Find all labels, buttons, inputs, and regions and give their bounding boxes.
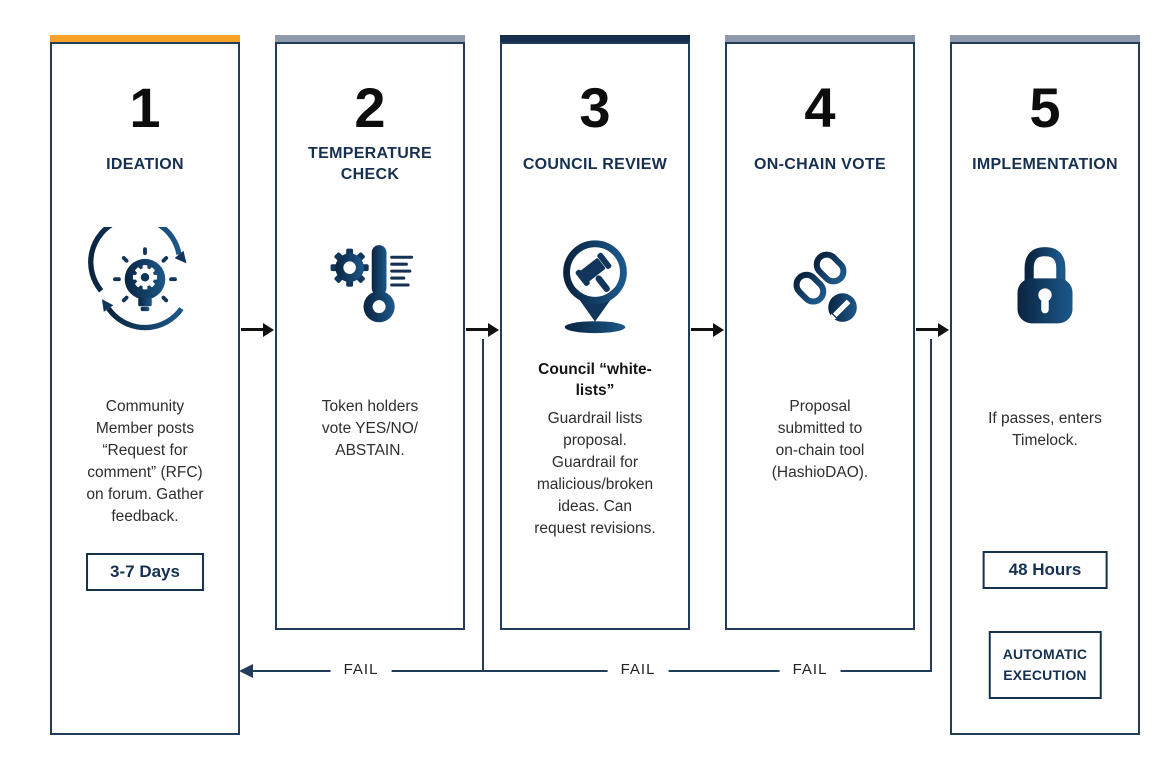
step-number: 5 <box>1029 76 1061 139</box>
fail-path-line <box>252 670 932 672</box>
step-description: If passes, enters Timelock. <box>988 410 1102 449</box>
icon-slot <box>87 210 203 360</box>
card-panel: 1 IDEATION <box>50 42 240 735</box>
flow-arrow-2-3 <box>466 323 499 337</box>
step-subheading: Council “white- lists” <box>538 361 652 399</box>
accent-bar-navy <box>500 35 690 42</box>
icon-slot <box>318 210 422 360</box>
process-step-card-1: 1 IDEATION <box>50 35 240 735</box>
chain-link-icon <box>793 251 857 322</box>
step-description: Community Member posts “Request for comm… <box>86 398 204 525</box>
gavel-pin-icon <box>563 240 627 334</box>
padlock-icon <box>1017 247 1073 324</box>
accent-bar-gray <box>725 35 915 42</box>
icon-slot <box>995 210 1095 360</box>
accent-bar-gray <box>950 35 1140 42</box>
flow-arrow-1-2 <box>241 323 274 337</box>
fail-label: FAIL <box>779 661 841 678</box>
flow-arrow-3-4 <box>691 323 724 337</box>
step-title: IMPLEMENTATION <box>972 155 1118 173</box>
card-panel: 2 TEMPERATURE CHECK <box>275 42 465 630</box>
card-panel: 3 COUNCIL REVIEW <box>500 42 690 630</box>
fail-label: FAIL <box>330 661 392 678</box>
fail-label: FAIL <box>607 661 669 678</box>
icon-slot <box>540 210 650 360</box>
process-step-card-5: 5 IMPLEMENTATION If passes, enters Timel… <box>950 35 1140 735</box>
process-step-card-3: 3 COUNCIL REVIEW <box>500 35 690 630</box>
step-title: IDEATION <box>106 155 184 173</box>
fail-arrowhead <box>239 664 253 678</box>
process-step-card-4: 4 ON-CHAIN VOTE Proposal submitted to on <box>725 35 915 630</box>
fail-drop-line-right <box>930 339 932 671</box>
step-description: Guardrail lists proposal. Guardrail for … <box>534 409 656 537</box>
fail-drop-line-left <box>482 339 484 671</box>
gear-thermometer-icon <box>330 245 414 323</box>
step-title: TEMPERATURE CHECK <box>308 145 432 183</box>
step-description: Proposal submitted to on-chain tool (Has… <box>771 398 869 481</box>
icon-slot <box>768 210 872 360</box>
card-panel: 5 IMPLEMENTATION If passes, enters Timel… <box>950 42 1140 735</box>
duration-badge: 48 Hours <box>982 551 1108 589</box>
step-number: 3 <box>579 76 611 139</box>
process-step-card-2: 2 TEMPERATURE CHECK <box>275 35 465 630</box>
card-panel: 4 ON-CHAIN VOTE Proposal submitted to on <box>725 42 915 630</box>
step-number: 1 <box>129 76 161 139</box>
flow-arrow-4-5 <box>916 323 949 337</box>
ideation-cycle-icon <box>88 227 187 331</box>
accent-bar-orange <box>50 35 240 42</box>
step-description: Token holders vote YES/NO/ ABSTAIN. <box>321 398 419 459</box>
step-number: 2 <box>354 76 386 139</box>
step-title: COUNCIL REVIEW <box>522 155 668 173</box>
duration-badge: 3-7 Days <box>86 553 204 591</box>
accent-bar-gray <box>275 35 465 42</box>
step-number: 4 <box>804 76 836 139</box>
step-title: ON-CHAIN VOTE <box>754 155 886 173</box>
execution-badge: AUTOMATIC EXECUTION <box>988 631 1102 699</box>
